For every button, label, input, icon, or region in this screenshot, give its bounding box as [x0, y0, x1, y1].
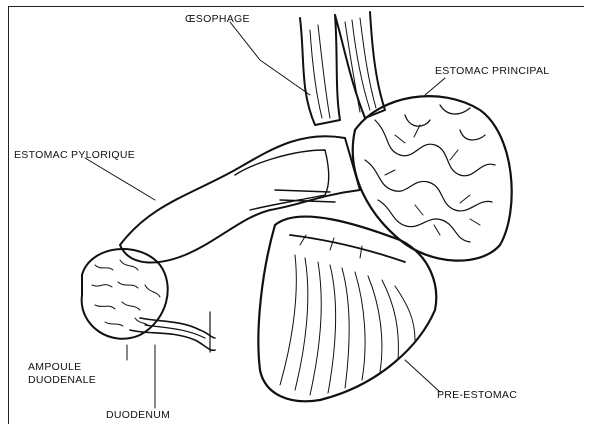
- duodenum-tubes: [130, 312, 215, 352]
- label-oesophage: ŒSOPHAGE: [185, 14, 250, 25]
- label-estomac-principal: ESTOMAC PRINCIPAL: [435, 66, 549, 77]
- label-estomac-pylorique: ESTOMAC PYLORIQUE: [14, 150, 135, 161]
- pre-stomach: [258, 217, 436, 402]
- main-stomach: [353, 96, 512, 261]
- leader-lines: [85, 22, 445, 408]
- label-ampoule-duodenale-line1: AMPOULE: [28, 362, 81, 373]
- oesophagus: [300, 12, 385, 125]
- pyloric-stomach: [120, 136, 360, 262]
- label-ampoule-duodenale-line2: DUODENALE: [28, 375, 96, 386]
- label-pre-estomac: PRE-ESTOMAC: [437, 390, 517, 401]
- label-duodenum: DUODENUM: [106, 410, 170, 421]
